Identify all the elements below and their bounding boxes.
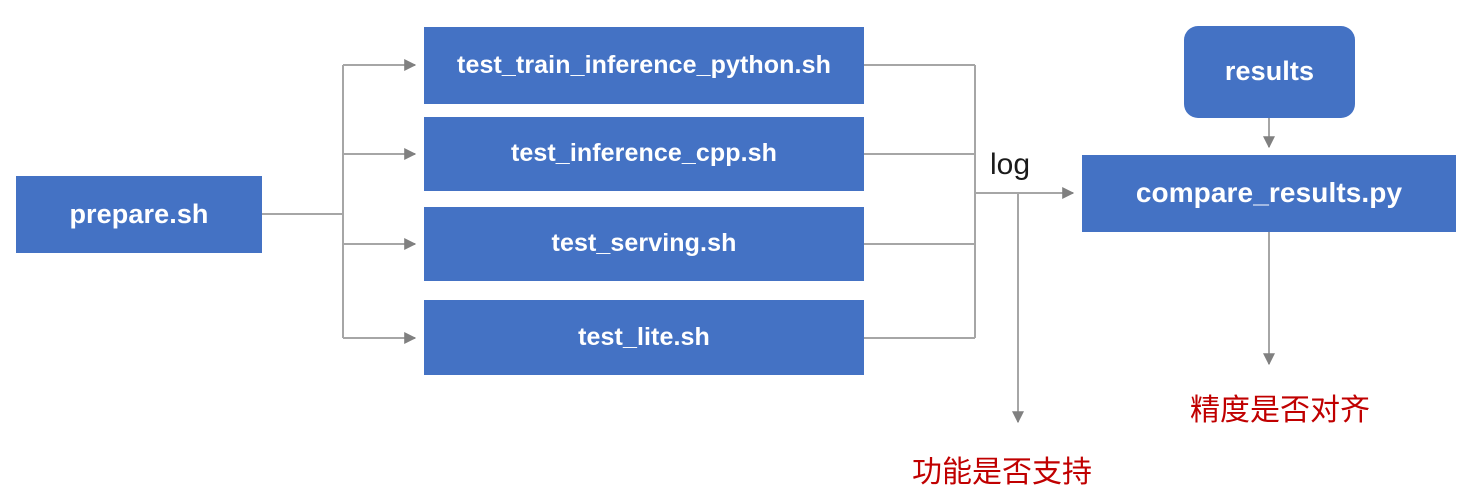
node-test-serving-sh[interactable]: test_serving.sh — [424, 207, 864, 281]
node-test-train-inference-python-sh[interactable]: test_train_inference_python.sh — [424, 27, 864, 104]
outcome-label-feature-supported: 功能是否支持 — [912, 456, 1092, 489]
node-prepare-sh[interactable]: prepare.sh — [16, 176, 262, 253]
node-results[interactable]: results — [1184, 26, 1355, 118]
node-test-lite-sh[interactable]: test_lite.sh — [424, 300, 864, 375]
node-test-inference-cpp-sh[interactable]: test_inference_cpp.sh — [424, 117, 864, 191]
edge-label-log: log — [990, 148, 1031, 181]
node-compare-results-py[interactable]: compare_results.py — [1082, 155, 1456, 232]
outcome-label-precision-aligned: 精度是否对齐 — [1190, 394, 1370, 427]
